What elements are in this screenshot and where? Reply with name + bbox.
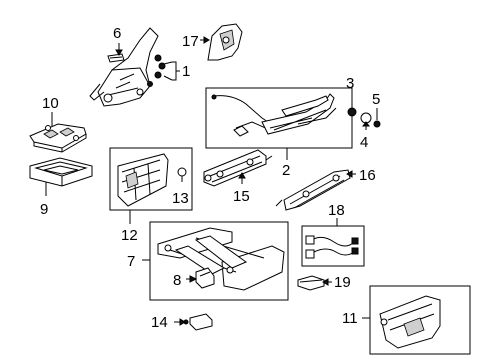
callout-16: 16 [359,167,376,184]
part-1-bolts [147,54,166,87]
callout-4: 4 [360,134,368,151]
callout-18: 18 [328,202,345,219]
arrow-19 [322,278,329,286]
callout-2: 2 [282,162,290,179]
arrow-16 [346,170,353,178]
part-9-bin [29,157,93,187]
callout-8: 8 [173,272,181,289]
arrow-17 [203,36,210,44]
arrow-15 [238,172,246,179]
callout-17: 17 [182,33,199,50]
recliner-bracket-part [89,27,159,107]
callout-12: 12 [121,227,138,244]
callout-7: 7 [127,253,135,270]
arrow-8 [189,275,198,283]
part-6-slider [107,53,125,63]
arrow-6 [115,49,123,56]
box-18 [301,225,365,267]
part-13-clip [177,167,187,182]
callout-15: 15 [233,188,250,205]
box-11 [369,285,471,355]
arrow-14 [179,318,186,326]
callout-10: 10 [42,95,59,112]
box-7 [149,221,289,301]
callout-19: 19 [334,274,351,291]
part-8-bracket [195,267,215,289]
part-15-rail [203,149,273,187]
box-2 [205,87,353,149]
callout-6: 6 [113,25,121,42]
part-12-panel [117,153,169,207]
part-3-4-nuts [347,107,381,128]
part-7-frame [157,227,285,291]
callout-13: 13 [172,190,189,207]
part-14-connector [183,313,213,331]
callout-11: 11 [342,310,358,327]
leader-1 [172,61,180,81]
part-10-tray [29,123,87,153]
callout-9: 9 [40,201,48,218]
part-11-cover [379,295,441,349]
arrow-4 [362,121,370,127]
part-17-cover [207,23,243,61]
part-16-rail [275,169,351,211]
box-12 [109,147,193,211]
leader-1b [163,61,173,81]
part-18-harness [305,235,359,259]
callout-3: 3 [346,75,354,92]
part-19-pad [297,275,325,291]
seat-track-part [211,93,337,137]
callout-14: 14 [151,314,168,331]
callout-1: 1 [182,63,190,80]
callout-5: 5 [372,91,380,108]
